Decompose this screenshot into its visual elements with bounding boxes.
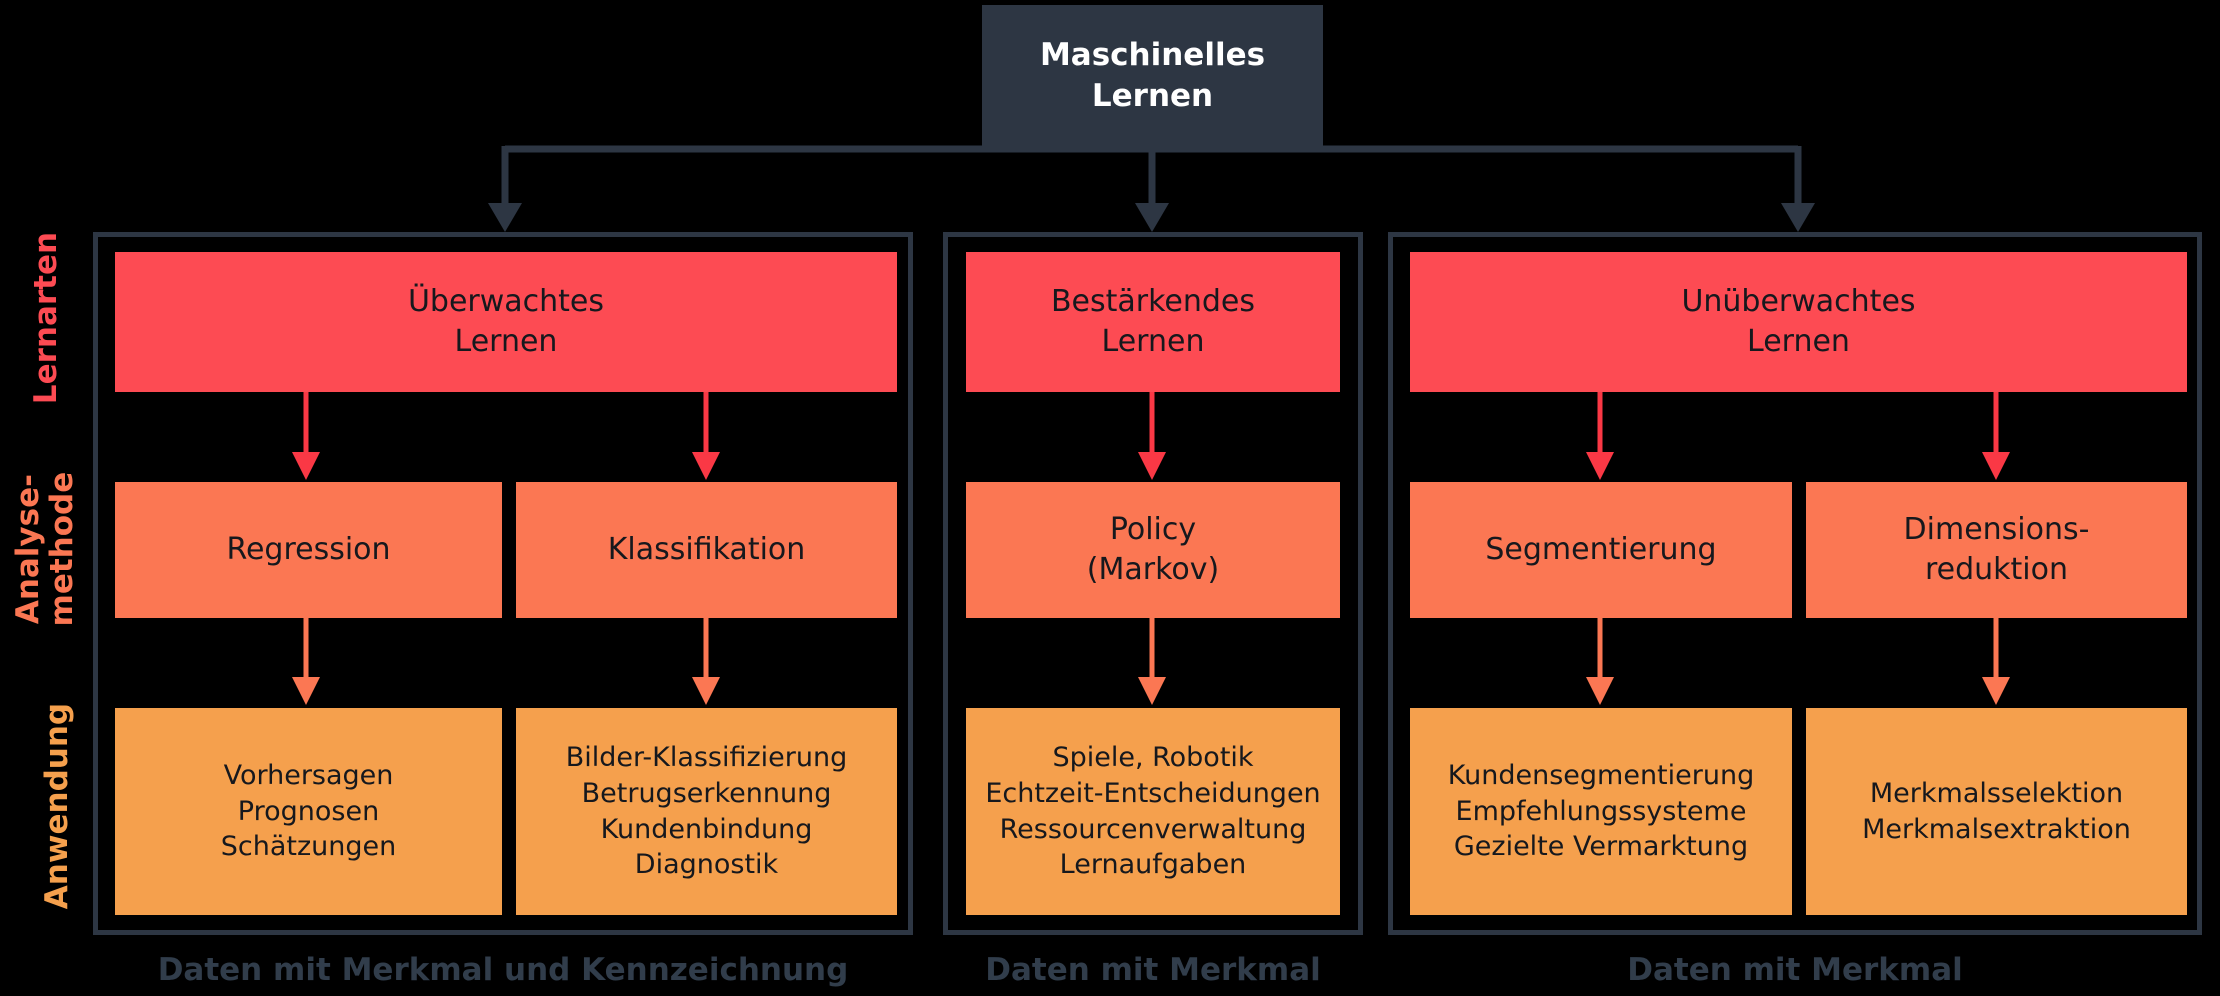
node-unueberwachtes-lernen: Unüberwachtes Lernen <box>1410 252 2187 392</box>
node-segmentierung-anwendungen: Kundensegmentierung Empfehlungssysteme G… <box>1410 708 1792 915</box>
arrowhead-dark-right-icon <box>1781 203 1815 232</box>
row-label-anwendung: Anwendung <box>38 702 75 910</box>
caption-group-1: Daten mit Merkmal und Kennzeichnung <box>157 952 849 988</box>
root-node-maschinelles-lernen: Maschinelles Lernen <box>982 5 1323 147</box>
arrowhead-red-icon <box>1138 452 1166 480</box>
node-klassifikation-anwendungen: Bilder-Klassifizierung Betrugserkennung … <box>516 708 897 915</box>
group-ueberwachtes-lernen-frame <box>93 232 913 935</box>
arrowhead-red-icon <box>292 452 320 480</box>
arrowhead-dark-left-icon <box>488 203 522 232</box>
node-regression-anwendungen: Vorhersagen Prognosen Schätzungen <box>115 708 502 915</box>
node-dimensionsreduktion-anwendungen: Merkmalsselektion Merkmalsextraktion <box>1806 708 2187 915</box>
node-segmentierung: Segmentierung <box>1410 482 1792 618</box>
node-dimensionsreduktion: Dimensions- reduktion <box>1806 482 2187 618</box>
arrowhead-coral-icon <box>1982 677 2010 705</box>
arrowhead-coral-icon <box>692 677 720 705</box>
arrowhead-red-icon <box>1586 452 1614 480</box>
group-bestaerkendes-lernen-frame <box>943 232 1363 935</box>
arrowhead-coral-icon <box>1138 677 1166 705</box>
node-policy-markov: Policy (Markov) <box>966 482 1340 618</box>
arrowhead-red-icon <box>1982 452 2010 480</box>
arrowhead-coral-icon <box>292 677 320 705</box>
node-regression: Regression <box>115 482 502 618</box>
arrowhead-red-icon <box>692 452 720 480</box>
row-label-analysemethode: Analyse- methode <box>9 471 80 627</box>
node-bestaerkendes-lernen: Bestärkendes Lernen <box>966 252 1340 392</box>
node-policy-anwendungen: Spiele, Robotik Echtzeit-Entscheidungen … <box>966 708 1340 915</box>
arrowhead-dark-middle-icon <box>1135 203 1169 232</box>
caption-group-2: Daten mit Merkmal <box>985 952 1321 988</box>
caption-group-3: Daten mit Merkmal <box>1627 952 1963 988</box>
arrowhead-coral-icon <box>1586 677 1614 705</box>
group-unueberwachtes-lernen-frame <box>1388 232 2202 935</box>
node-klassifikation: Klassifikation <box>516 482 897 618</box>
node-ueberwachtes-lernen: Überwachtes Lernen <box>115 252 897 392</box>
row-label-lernarten: Lernarten <box>27 231 64 405</box>
